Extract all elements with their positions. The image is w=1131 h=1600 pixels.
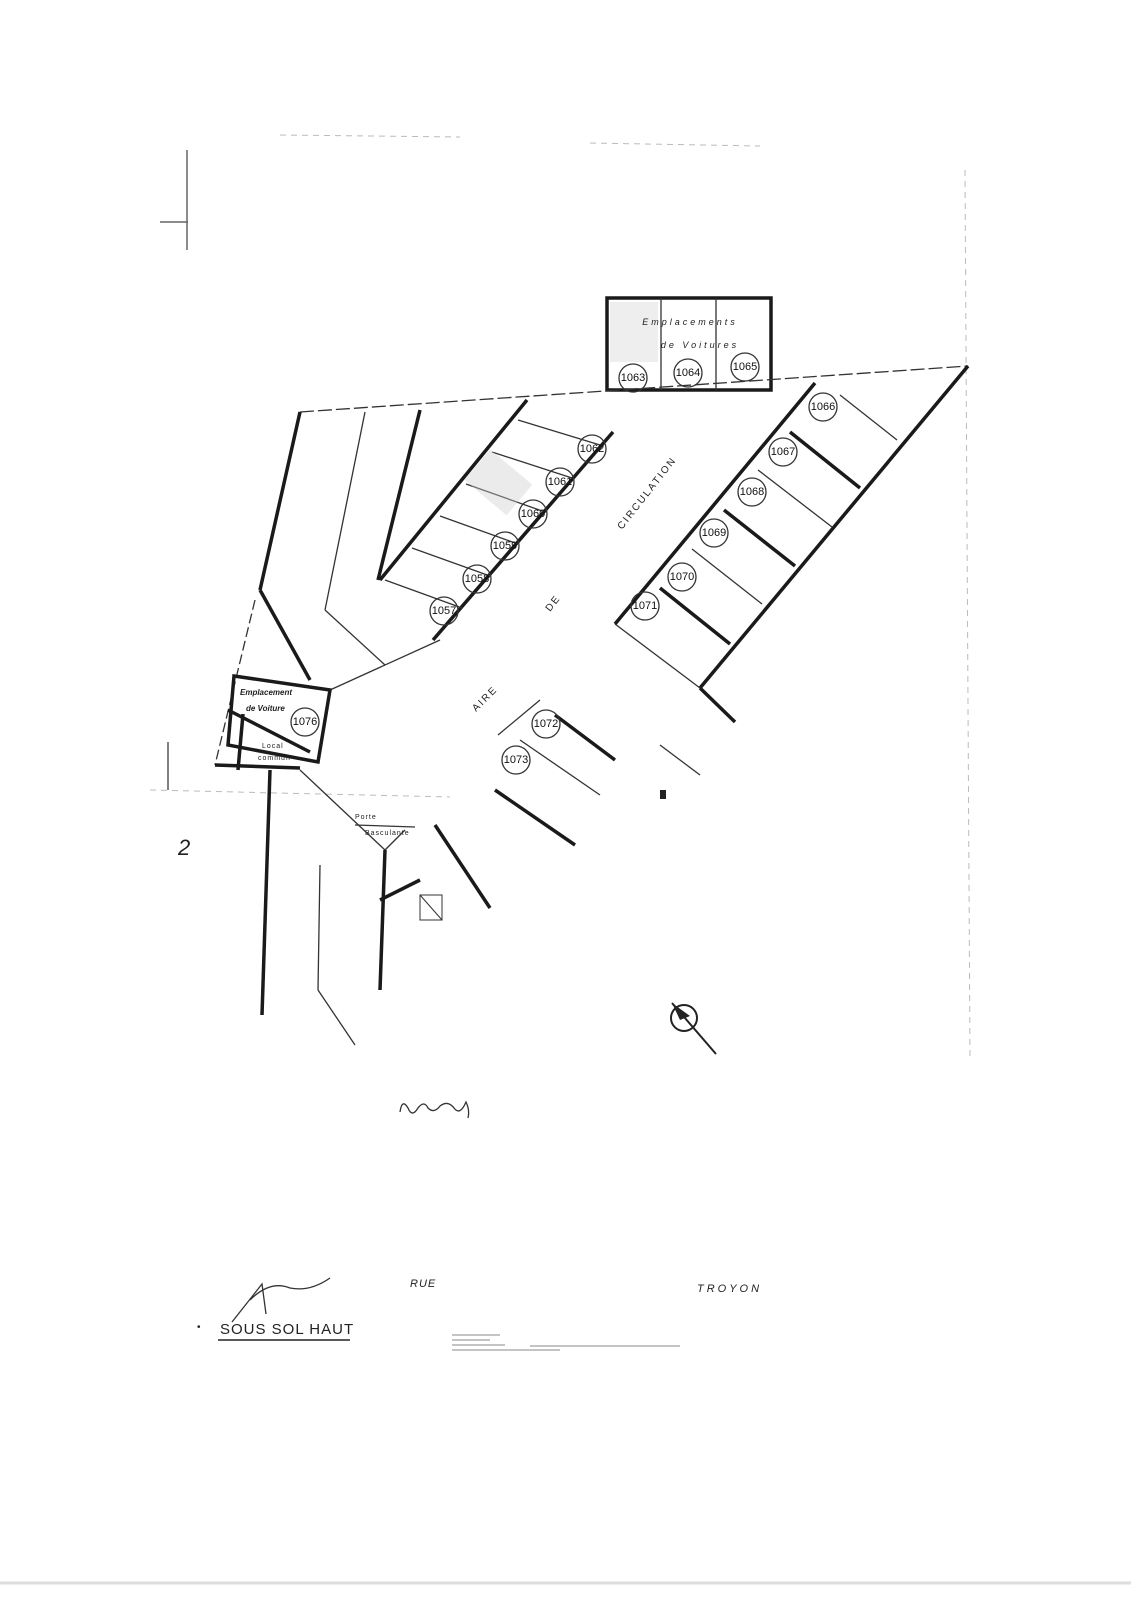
street-troyon: TROYON [697, 1283, 762, 1295]
svg-text:1072: 1072 [534, 718, 558, 730]
svg-text:1067: 1067 [771, 446, 795, 458]
signature [231, 1100, 470, 1323]
svg-text:•: • [197, 1322, 201, 1333]
circulation-aire: AIRE [470, 684, 500, 714]
local-label-2: commun [258, 755, 291, 762]
svg-text:1057: 1057 [432, 605, 456, 617]
top-parking-block: Emplacements de Voitures [605, 296, 773, 392]
svg-text:1069: 1069 [702, 527, 726, 539]
street-rue: RUE [410, 1278, 436, 1290]
svg-text:1062: 1062 [580, 443, 604, 455]
svg-text:1064: 1064 [676, 367, 700, 379]
circulation-label: CIRCULATION [616, 455, 679, 532]
north-arrow-icon [670, 1002, 717, 1055]
porte-label-1: Porte [355, 814, 377, 821]
lot-1069: 1069 [699, 518, 729, 548]
svg-text:1060: 1060 [521, 508, 545, 520]
top-block-label-1: Emplacements [642, 317, 738, 327]
svg-text:1065: 1065 [733, 361, 757, 373]
lot-1059: 1059 [490, 531, 520, 561]
local-label-1: Local [262, 743, 284, 750]
svg-text:1070: 1070 [670, 571, 694, 583]
lot-1057: 1057 [429, 596, 459, 626]
svg-text:1071: 1071 [633, 600, 657, 612]
svg-text:1076: 1076 [293, 716, 317, 728]
lot-1062: 1062 [577, 434, 607, 464]
lot-1076: 1076 [290, 707, 320, 737]
lot-1068: 1068 [737, 477, 767, 507]
svg-text:1073: 1073 [504, 754, 528, 766]
sheet-number: 2 [177, 835, 190, 860]
svg-text:1066: 1066 [811, 401, 835, 413]
lot-1067: 1067 [768, 437, 798, 467]
lot-1061: 1061 [545, 467, 575, 497]
lot-1058: 1058 [462, 564, 492, 594]
lot-1065: 1065 [730, 352, 760, 382]
plan-labels: CIRCULATION DE AIRE Emplacement de Voitu… [177, 455, 679, 860]
lot-1073: 1073 [501, 745, 531, 775]
svg-text:1063: 1063 [621, 372, 645, 384]
title-block: RUE TROYON SOUS SOL HAUT • [197, 1278, 762, 1351]
lot-1063: 1063 [618, 363, 648, 393]
circulation-de: DE [544, 593, 564, 614]
lot-1070: 1070 [667, 562, 697, 592]
lot-1064: 1064 [673, 358, 703, 388]
lot-1072: 1072 [531, 709, 561, 739]
walls [214, 364, 970, 1046]
svg-text:1058: 1058 [465, 573, 489, 585]
svg-text:1068: 1068 [740, 486, 764, 498]
box-1076-label-2: de Voiture [246, 704, 285, 713]
lot-markers: 1063 1064 1065 1066 1067 1068 1069 1070 … [290, 352, 838, 775]
top-block-label-2: de Voitures [661, 340, 739, 350]
lot-1060: 1060 [518, 499, 548, 529]
lot-1071: 1071 [630, 591, 660, 621]
frame-marks [0, 134, 1131, 1585]
porte-label-2: Basculante [365, 830, 410, 837]
plan-title: SOUS SOL HAUT [220, 1321, 354, 1338]
lot-1066: 1066 [808, 392, 838, 422]
box-1076-label-1: Emplacement [240, 688, 292, 697]
svg-text:1059: 1059 [493, 540, 517, 552]
svg-text:1061: 1061 [548, 476, 572, 488]
